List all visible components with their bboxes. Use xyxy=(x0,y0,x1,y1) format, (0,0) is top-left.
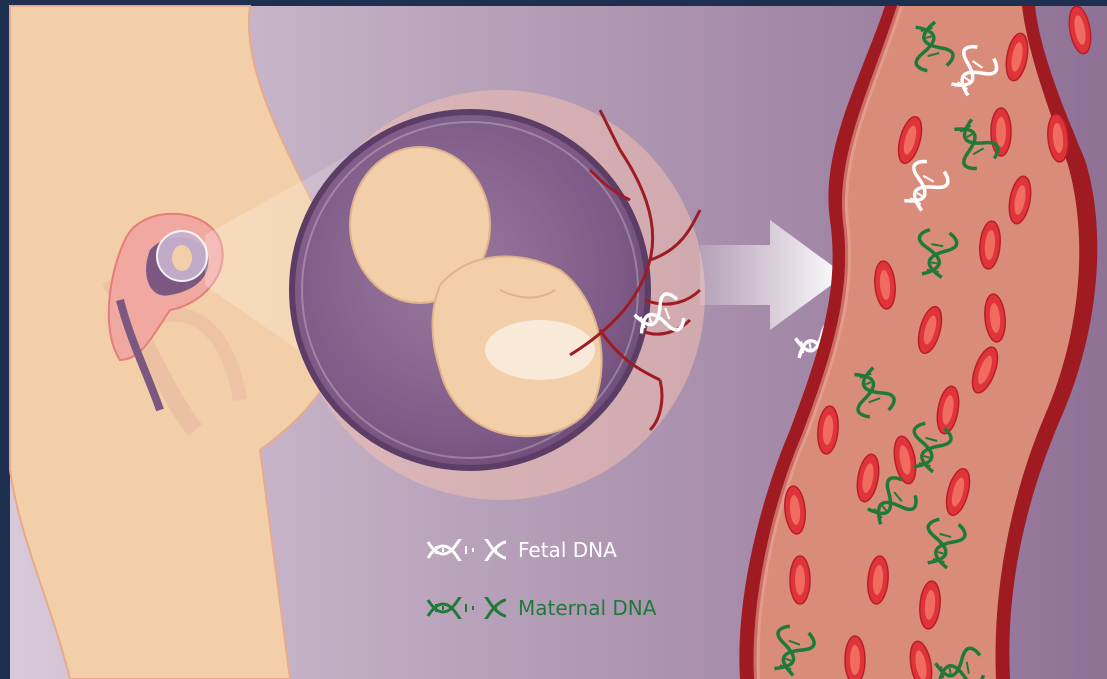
maternal-dna-icon xyxy=(426,597,508,619)
maternal-dna-label: Maternal DNA xyxy=(518,596,656,620)
fetal-dna-label: Fetal DNA xyxy=(518,538,617,562)
fetal-dna-icon xyxy=(426,539,508,561)
legend-fetal-dna: Fetal DNA xyxy=(426,530,617,570)
small-embryo xyxy=(172,245,192,271)
legend: Fetal DNA Maternal DNA xyxy=(426,530,726,640)
legend-maternal-dna: Maternal DNA xyxy=(426,588,656,628)
